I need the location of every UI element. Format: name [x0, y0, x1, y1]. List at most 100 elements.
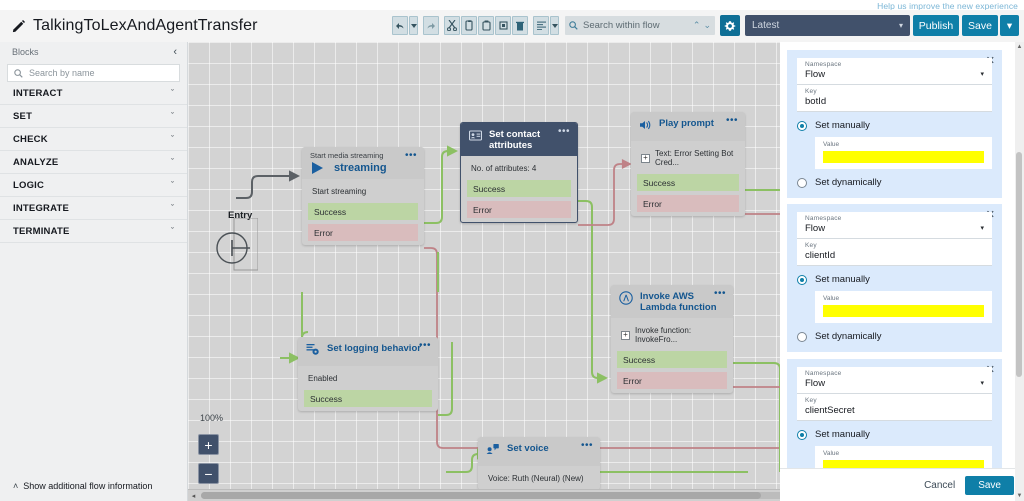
node-port-success[interactable]: Success — [617, 351, 727, 368]
key-value[interactable]: clientSecret — [805, 405, 855, 416]
value-input-redacted[interactable] — [823, 305, 984, 317]
node-header[interactable]: Set logging behavior ••• — [298, 337, 438, 366]
scroll-down-arrow-icon[interactable]: ▼ — [1016, 493, 1023, 499]
save-button[interactable]: Save — [962, 15, 998, 36]
pencil-icon[interactable] — [12, 19, 26, 33]
key-field[interactable]: Key clientId — [797, 239, 992, 266]
copy-button[interactable] — [461, 16, 477, 35]
node-header[interactable]: ••• Start media streaming streaming — [302, 147, 424, 179]
undo-dropdown-button[interactable] — [409, 16, 418, 35]
attribute-card-botid[interactable]: ✕ Namespace Flow ▾ Key botId Set manuall… — [787, 50, 1002, 198]
show-additional-flow-information[interactable]: ˄ Show additional flow information — [0, 481, 188, 491]
namespace-field[interactable]: Namespace Flow ▾ — [797, 367, 992, 394]
key-field[interactable]: Key botId — [797, 85, 992, 112]
radio-icon-selected[interactable] — [797, 429, 807, 440]
value-field[interactable]: Value — [815, 137, 992, 169]
value-field[interactable]: Value — [815, 446, 992, 468]
radio-set-dynamically[interactable]: Set dynamically — [797, 177, 992, 188]
value-input-redacted[interactable] — [823, 151, 984, 163]
chevron-down-icon[interactable]: ▾ — [980, 71, 984, 78]
node-port-success[interactable]: Success — [637, 174, 739, 191]
properties-scroll-area[interactable]: ✕ Namespace Flow ▾ Key botId Set manuall… — [780, 42, 1024, 468]
node-menu-icon[interactable]: ••• — [404, 150, 417, 161]
node-port-success[interactable]: Success — [467, 180, 571, 197]
help-improve-link[interactable]: Help us improve the new experience — [877, 1, 1018, 11]
key-value[interactable]: botId — [805, 96, 827, 107]
radio-icon-selected[interactable] — [797, 120, 807, 131]
delete-button[interactable] — [512, 16, 528, 35]
node-header[interactable]: Set contact attributes ••• — [461, 123, 577, 156]
chevron-down-icon[interactable]: ▾ — [980, 225, 984, 232]
sidebar-search[interactable]: Search by name — [7, 64, 180, 82]
zoom-out-button[interactable]: − — [198, 463, 219, 484]
sidebar-search-input[interactable]: Search by name — [29, 68, 95, 78]
scroll-up-arrow-icon[interactable]: ▲ — [1016, 44, 1023, 50]
radio-icon-selected[interactable] — [797, 274, 807, 285]
cut-button[interactable] — [444, 16, 460, 35]
publish-button[interactable]: Publish — [913, 15, 959, 36]
radio-set-manually[interactable]: Set manually — [797, 429, 992, 440]
sidebar-group-set[interactable]: SET ˇ — [0, 105, 187, 128]
sidebar-group-integrate[interactable]: INTEGRATE ˇ — [0, 197, 187, 220]
radio-set-manually[interactable]: Set manually — [797, 274, 992, 285]
settings-gear-button[interactable] — [720, 15, 740, 36]
radio-icon[interactable] — [797, 331, 807, 342]
radio-set-manually[interactable]: Set manually — [797, 120, 992, 131]
sidebar-group-interact[interactable]: INTERACT ˇ — [0, 82, 187, 105]
paste-button[interactable] — [478, 16, 494, 35]
node-port-error[interactable]: Error — [617, 372, 727, 389]
redo-button[interactable] — [423, 16, 439, 35]
sidebar-group-terminate[interactable]: TERMINATE ˇ — [0, 220, 187, 243]
node-header[interactable]: Play prompt ••• — [631, 112, 745, 141]
expand-plus-icon[interactable]: + — [641, 153, 650, 163]
node-port-error[interactable]: Error — [467, 201, 571, 218]
undo-button[interactable] — [392, 16, 408, 35]
search-input[interactable]: Search within flow — [583, 20, 660, 31]
expand-plus-icon[interactable]: + — [621, 330, 630, 340]
value-field[interactable]: Value — [815, 291, 992, 323]
zoom-in-button[interactable]: + — [198, 434, 219, 455]
node-menu-icon[interactable]: ••• — [580, 440, 593, 451]
key-field[interactable]: Key clientSecret — [797, 394, 992, 421]
node-header[interactable]: Invoke AWS Lambda function ••• — [611, 285, 733, 318]
flow-title-group[interactable]: TalkingToLexAndAgentTransfer — [12, 17, 258, 35]
node-menu-icon[interactable]: ••• — [557, 126, 570, 137]
scrollbar-thumb[interactable] — [201, 492, 761, 499]
node-set-voice[interactable]: Set voice ••• Voice: Ruth (Neural) (New) — [478, 437, 600, 490]
node-play-prompt[interactable]: Play prompt ••• + Text: Error Setting Bo… — [631, 112, 745, 216]
search-next-icon[interactable]: ⌄ — [703, 20, 711, 30]
align-dropdown-button[interactable] — [550, 16, 559, 35]
flow-version-select[interactable]: Latest ▾ — [745, 15, 910, 36]
namespace-field[interactable]: Namespace Flow ▾ — [797, 58, 992, 85]
search-prev-icon[interactable]: ⌃ — [692, 20, 701, 30]
node-start-media-streaming[interactable]: ••• Start media streaming streaming Star… — [302, 147, 424, 245]
value-input-redacted[interactable] — [823, 460, 984, 468]
scrollbar-thumb[interactable] — [1016, 152, 1022, 377]
namespace-field[interactable]: Namespace Flow ▾ — [797, 212, 992, 239]
sidebar-group-check[interactable]: CHECK ˇ — [0, 128, 187, 151]
properties-vertical-scrollbar[interactable]: ▲ ▼ — [1015, 42, 1024, 501]
node-port-error[interactable]: Error — [637, 195, 739, 212]
node-port-success[interactable]: Success — [308, 203, 418, 220]
duplicate-button[interactable] — [495, 16, 511, 35]
search-within-flow[interactable]: Search within flow ⌃ ⌄ — [565, 16, 715, 35]
radio-icon[interactable] — [797, 177, 807, 188]
scroll-left-arrow-icon[interactable]: ◂ — [191, 492, 196, 500]
node-menu-icon[interactable]: ••• — [418, 340, 431, 351]
attribute-card-clientsecret[interactable]: ✕ Namespace Flow ▾ Key clientSecret Set … — [787, 359, 1002, 468]
chevron-left-icon[interactable]: ‹ — [173, 46, 177, 58]
node-header[interactable]: Set voice ••• — [478, 437, 600, 466]
sidebar-group-logic[interactable]: LOGIC ˇ — [0, 174, 187, 197]
radio-set-dynamically[interactable]: Set dynamically — [797, 331, 992, 342]
node-port-success[interactable]: Success — [304, 390, 432, 407]
node-set-contact-attributes[interactable]: Set contact attributes ••• No. of attrib… — [460, 122, 578, 223]
node-port-error[interactable]: Error — [308, 224, 418, 241]
node-menu-icon[interactable]: ••• — [713, 288, 726, 299]
attribute-card-clientid[interactable]: ✕ Namespace Flow ▾ Key clientId Set manu… — [787, 204, 1002, 352]
save-dropdown-button[interactable]: ▾ — [1000, 15, 1019, 36]
node-set-logging-behavior[interactable]: Set logging behavior ••• Enabled Success — [298, 337, 438, 411]
node-menu-icon[interactable]: ••• — [725, 115, 738, 126]
cancel-button[interactable]: Cancel — [924, 479, 956, 491]
key-value[interactable]: clientId — [805, 250, 836, 261]
sidebar-group-analyze[interactable]: ANALYZE ˇ — [0, 151, 187, 174]
